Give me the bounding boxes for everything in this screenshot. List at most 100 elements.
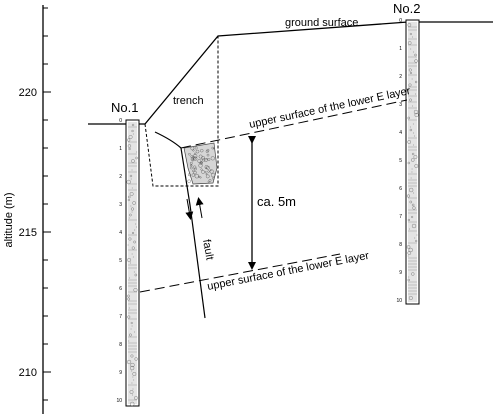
gravel-clast xyxy=(129,192,134,196)
sand-grain xyxy=(132,388,134,390)
gravel-clast xyxy=(194,173,200,179)
gravel-clast xyxy=(131,231,135,235)
bh1-depth-1: 1 xyxy=(119,146,122,152)
bh2-depth-1: 1 xyxy=(399,46,402,52)
gravel-clast xyxy=(193,156,197,160)
sand-grain xyxy=(407,255,409,257)
upper-layer-label: upper surface of the lower E layer xyxy=(248,85,412,131)
gravel-clast xyxy=(134,273,138,277)
gravel-clast xyxy=(414,53,417,57)
gravel-clast xyxy=(194,146,198,150)
sand-grain xyxy=(410,48,412,50)
gravel-clast xyxy=(127,138,131,142)
borehole-no1: 0 1 2 3 4 5 6 7 8 9 10 No.1 xyxy=(111,100,140,407)
gravel-clast xyxy=(203,158,208,162)
y-tick-label-220: 220 xyxy=(19,87,37,99)
gravel-clast xyxy=(409,98,412,102)
sand-grain xyxy=(131,211,133,213)
y-tick-label-215: 215 xyxy=(19,227,37,239)
sand-grain xyxy=(131,187,133,189)
gravel-clast xyxy=(207,158,211,161)
sand-grain xyxy=(128,340,130,342)
gravel-clast xyxy=(128,333,132,337)
gravel-clast xyxy=(193,165,197,169)
gravel-clast xyxy=(191,159,194,162)
gravel-clast xyxy=(411,158,415,162)
gravel-clast xyxy=(407,23,412,27)
fault: fault xyxy=(154,131,215,319)
gravel-clast xyxy=(188,152,191,156)
gravel-clast xyxy=(211,173,216,178)
fault-label: fault xyxy=(200,238,215,261)
gravel-clast xyxy=(133,240,136,244)
gravel-clast xyxy=(205,174,210,179)
sand-grain xyxy=(410,177,412,179)
sand-grain xyxy=(414,237,416,239)
gravel-clast xyxy=(128,135,133,139)
bh1-depth-4: 4 xyxy=(119,230,122,236)
gravel-clast xyxy=(198,163,203,168)
gravel-clast xyxy=(129,365,135,371)
bh1-depth-2: 2 xyxy=(119,174,122,180)
bh2-depth-6: 6 xyxy=(399,186,402,192)
sand-grain xyxy=(415,93,417,95)
gravel-clast xyxy=(130,354,134,358)
gravel-clast xyxy=(200,168,203,171)
gravel-clast xyxy=(199,161,203,165)
gravel-clast xyxy=(411,223,417,229)
borehole-no1-texture xyxy=(126,123,138,407)
gravel-clast xyxy=(188,173,191,177)
gravel-clast xyxy=(134,357,138,361)
gravel-clast xyxy=(199,176,202,179)
sand-grain xyxy=(133,271,135,273)
gravel-clast xyxy=(413,155,418,159)
bh1-depth-7: 7 xyxy=(119,314,122,320)
gravel-clast xyxy=(131,123,135,127)
trench-label: trench xyxy=(173,95,204,107)
gravel-clast xyxy=(408,68,412,72)
sand-grain xyxy=(413,132,414,134)
bh1-depth-9: 9 xyxy=(119,370,122,376)
gravel-clast xyxy=(127,198,130,202)
y-axis: 220 215 210 altitude (m) xyxy=(3,5,51,414)
borehole-no1-depth-labels: 0 1 2 3 4 5 6 7 8 9 10 xyxy=(116,118,122,404)
gravel-clast xyxy=(409,32,412,36)
gravel-clast xyxy=(131,129,134,133)
gravel-clast xyxy=(211,146,214,150)
sand-grain xyxy=(132,376,134,378)
gravel-clast xyxy=(407,140,412,144)
bh1-depth-5: 5 xyxy=(119,258,122,264)
gravel-clast xyxy=(194,152,197,155)
ground-surface: ground surface xyxy=(88,17,493,125)
offset-label: ca. 5m xyxy=(257,194,296,209)
gravel-clast xyxy=(201,170,205,174)
fault-line xyxy=(154,131,206,319)
y-tick-label-210: 210 xyxy=(19,367,37,379)
ground-surface-label: ground surface xyxy=(285,17,358,29)
gravel-clast xyxy=(409,200,413,204)
gravel-clast xyxy=(209,169,214,174)
gravel-clast xyxy=(127,195,131,199)
bh2-depth-10: 10 xyxy=(396,298,402,304)
gravel-clast xyxy=(406,194,411,198)
gravel-clast xyxy=(192,169,195,173)
sand-grain xyxy=(127,244,129,246)
gravel-clast xyxy=(407,116,411,120)
gravel-clast xyxy=(407,251,412,255)
gravel-clast xyxy=(128,147,131,151)
gravel-clast xyxy=(129,213,132,217)
gravel-clast xyxy=(205,173,208,175)
bh2-depth-5: 5 xyxy=(399,158,402,164)
gravel-clast xyxy=(195,149,200,154)
y-axis-label: altitude (m) xyxy=(3,192,15,247)
bh1-depth-6: 6 xyxy=(119,286,122,292)
lower-layer-label: upper surface of the lower E layer xyxy=(206,250,370,293)
sand-grain xyxy=(135,226,137,228)
sand-grain xyxy=(133,379,135,381)
gravel-clast xyxy=(191,173,195,177)
gravel-texture xyxy=(187,146,216,183)
sand-grain xyxy=(411,171,413,173)
gravel-clast xyxy=(408,187,414,193)
sand-grain xyxy=(412,36,414,38)
gravel-clast xyxy=(127,258,132,262)
